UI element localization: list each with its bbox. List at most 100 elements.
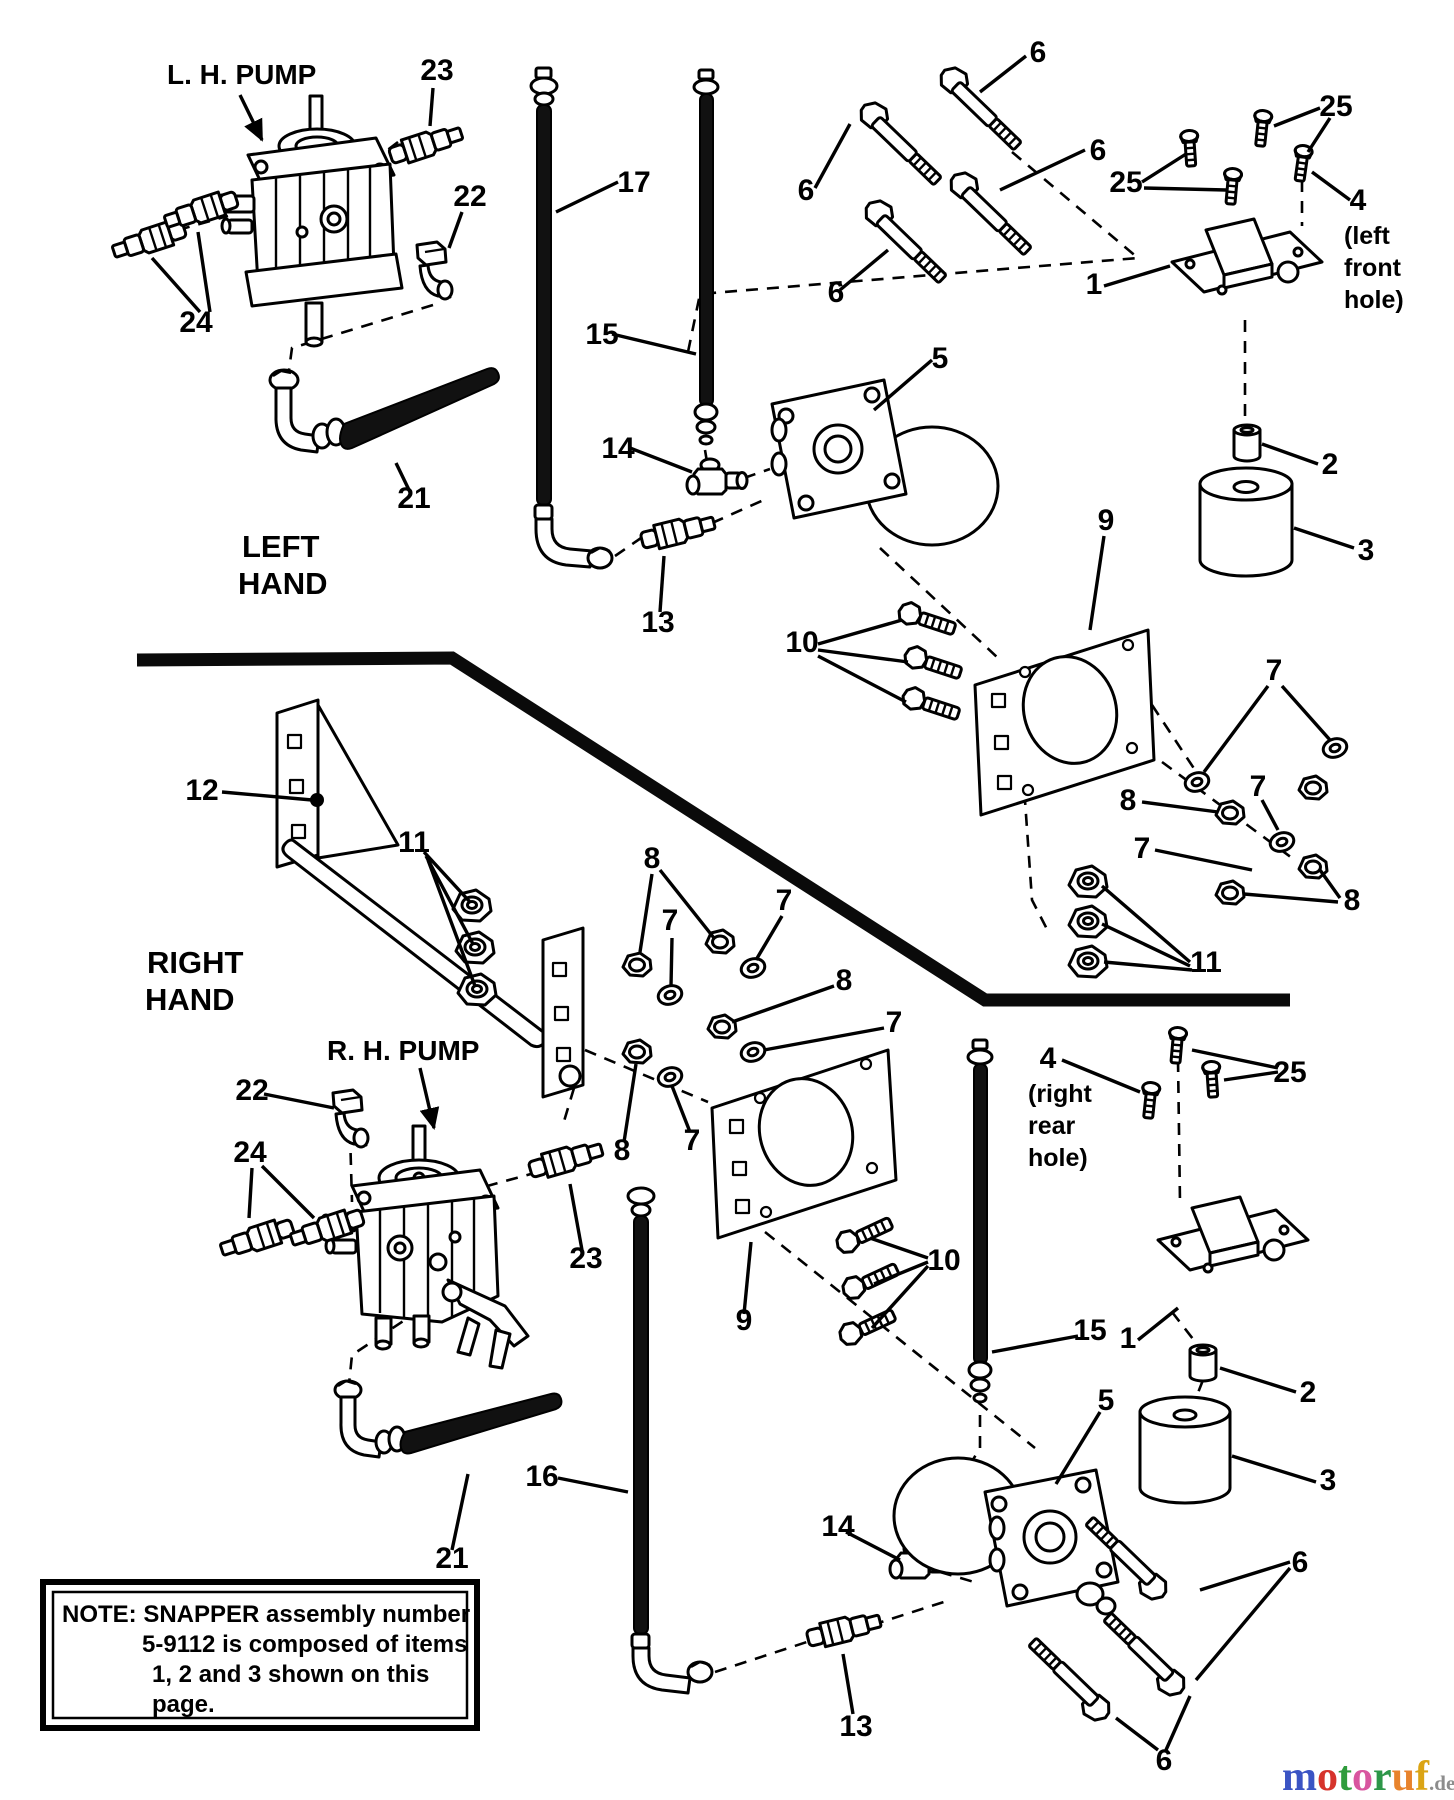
callout-3-top: 3	[1358, 534, 1375, 567]
left-hand-label-1: LEFT	[242, 529, 320, 564]
rh-pump-drawing	[319, 1124, 530, 1370]
callout-4-left-front: 4	[1350, 184, 1367, 217]
right-rear-hole-note-1: (right	[1028, 1080, 1093, 1108]
callout-7-b2: 7	[776, 884, 793, 917]
hose-15-right	[966, 1038, 994, 1404]
callout-10-left: 10	[785, 626, 818, 659]
callout-7-b1: 7	[662, 904, 679, 937]
callout-7-a3: 7	[1134, 832, 1151, 865]
callout-24-left: 24	[179, 306, 213, 339]
right-rear-hole-note-3: hole)	[1028, 1144, 1088, 1172]
callout-23-left: 23	[420, 54, 453, 87]
callout-25-top-left: 25	[1109, 166, 1142, 199]
hose-15-left	[692, 68, 720, 446]
fitting-23-right	[525, 1136, 607, 1183]
callout-6-c: 6	[1090, 134, 1107, 167]
callout-2-top: 2	[1322, 448, 1339, 481]
oil-filter-3-top	[1198, 466, 1294, 578]
wm-letter-m: m	[1282, 1754, 1317, 1800]
callout-7-b4: 7	[684, 1124, 701, 1157]
right-hand-label-1: RIGHT	[147, 945, 244, 980]
note-box: NOTE: SNAPPER assembly number 5-9112 is …	[40, 1579, 480, 1731]
callout-17: 17	[617, 166, 650, 199]
screws-25-right	[1138, 1025, 1224, 1121]
callout-8-a2: 8	[1344, 884, 1361, 917]
callout-21-left: 21	[397, 482, 430, 515]
part-callouts: 23 22 24 21 17 15 14 13 5 6 6 6 6 25 25 …	[179, 36, 1403, 1777]
callout-9-lower: 9	[736, 1304, 753, 1337]
callout-12: 12	[185, 774, 218, 807]
callout-8-a1: 8	[1120, 784, 1137, 817]
hose-21-right	[333, 1379, 563, 1459]
bolts-10-right	[831, 1210, 903, 1350]
wm-letter-o1: o	[1317, 1754, 1338, 1800]
callout-22-right: 22	[235, 1074, 268, 1107]
wm-letter-o2: o	[1352, 1754, 1373, 1800]
note-line-2: 5-9112 is composed of items	[142, 1631, 467, 1658]
left-front-hole-note-2: front	[1344, 254, 1402, 282]
callout-21-right: 21	[435, 1542, 468, 1575]
callout-9-upper: 9	[1098, 504, 1115, 537]
callout-8-b3: 8	[614, 1134, 631, 1167]
callout-3-right: 3	[1320, 1464, 1337, 1497]
left-hand-label-2: HAND	[238, 566, 328, 601]
engine-mount-bracket-1-right	[1156, 1195, 1310, 1274]
spacer-2-top	[1232, 423, 1262, 463]
note-line-1: NOTE: SNAPPER assembly number	[62, 1601, 470, 1628]
callout-13-left: 13	[641, 606, 674, 639]
hose-17	[529, 66, 614, 570]
callout-25-right: 25	[1273, 1056, 1306, 1089]
fitting-23-left	[385, 120, 467, 170]
engine-mount-bracket-1-top	[1170, 217, 1324, 296]
callout-6-d: 6	[828, 276, 845, 309]
hardware-cluster-middle	[621, 928, 769, 1091]
note-line-3: 1, 2 and 3 shown on this	[152, 1661, 429, 1688]
lh-pump-title: L. H. PUMP	[167, 59, 316, 90]
wm-letter-r: r	[1373, 1754, 1392, 1800]
callout-8-b1: 8	[644, 842, 661, 875]
wheel-motor-5-left	[770, 378, 1000, 547]
hose-16	[626, 1186, 714, 1695]
callout-6-e: 6	[1292, 1546, 1309, 1579]
callout-7-a1: 7	[1266, 654, 1283, 687]
callout-11-left: 11	[398, 826, 430, 859]
motoruf-watermark: motoruf.de	[1282, 1754, 1454, 1800]
support-rod	[281, 838, 548, 1049]
callout-5-left: 5	[932, 342, 949, 375]
rh-pump-title: R. H. PUMP	[327, 1035, 479, 1066]
callout-14-left: 14	[601, 432, 635, 465]
callout-2-right: 2	[1300, 1376, 1317, 1409]
elbow-fitting-22-right	[331, 1088, 370, 1149]
wm-letter-f: f	[1415, 1754, 1430, 1800]
callout-8-b2: 8	[836, 964, 853, 997]
lh-pump-drawing	[215, 94, 404, 348]
callout-1-right: 1	[1120, 1322, 1137, 1355]
left-front-hole-note-1: (left	[1344, 222, 1391, 250]
mounting-plate-9-lower	[710, 1048, 898, 1240]
wm-suffix: .de	[1429, 1771, 1454, 1795]
hose-21-left	[268, 367, 500, 454]
elbow-fitting-22-left	[415, 240, 454, 301]
callout-1-top: 1	[1086, 268, 1103, 301]
support-bracket-12	[275, 698, 400, 869]
callout-15-right: 15	[1073, 1314, 1106, 1347]
callout-11-right: 11	[1190, 946, 1222, 979]
right-hand-label-2: HAND	[145, 982, 235, 1017]
mounting-plate-9-upper	[973, 628, 1156, 817]
callout-6-f: 6	[1156, 1744, 1173, 1777]
callout-14-right: 14	[821, 1510, 855, 1543]
bolts-6-top	[854, 60, 1041, 287]
wheel-motor-5-right	[892, 1456, 1120, 1616]
callout-7-b3: 7	[886, 1006, 903, 1039]
callout-4-right-rear: 4	[1040, 1042, 1057, 1075]
tee-fitting-14-left	[685, 457, 749, 496]
callout-6-b: 6	[798, 174, 815, 207]
fitting-13-right	[803, 1607, 885, 1652]
callout-5-right: 5	[1098, 1384, 1115, 1417]
fitting-24-right-a	[216, 1213, 298, 1263]
section-divider-line	[136, 651, 1290, 1007]
callout-22-left: 22	[453, 180, 486, 213]
leader-lines	[150, 54, 1355, 1752]
